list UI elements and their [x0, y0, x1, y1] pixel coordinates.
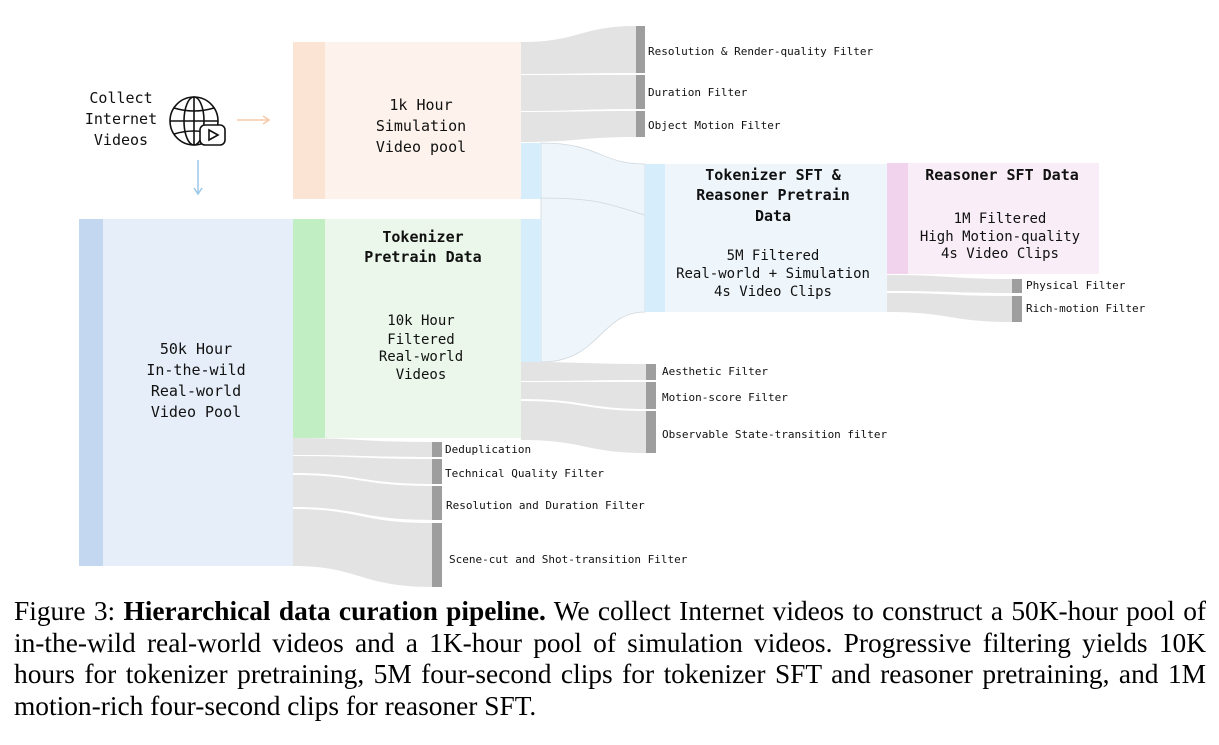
tokenizer-pretrain-title-1: Tokenizer	[382, 228, 463, 246]
reasoner-sft-line-3: 4s Video Clips	[941, 246, 1059, 262]
simulation-pool-node: 1k Hour Simulation Video pool	[293, 42, 541, 199]
caption-text: We collect Internet videos to construct …	[14, 596, 1207, 721]
wild-filter-bands	[293, 438, 432, 587]
wild-pool-line-4: Video Pool	[151, 403, 241, 421]
tokenizer-pretrain-title-2: Pretrain Data	[364, 248, 481, 266]
filter-label-physical: Physical Filter	[1026, 279, 1126, 292]
source-line-3: Videos	[94, 131, 148, 149]
simulation-pool-line-2: Simulation	[376, 117, 466, 135]
filter-label-motion-score: Motion-score Filter	[662, 391, 788, 404]
tokenizer-sft-line-2: Real-world + Simulation	[676, 266, 870, 282]
filter-label-deduplication: Deduplication	[445, 443, 531, 456]
filter-label-object-motion: Object Motion Filter	[648, 119, 781, 132]
flow-to-tokenizer-sft	[540, 142, 646, 363]
tokenizer-sft-title-1: Tokenizer SFT &	[705, 166, 841, 184]
filter-label-rich-motion: Rich-motion Filter	[1026, 302, 1146, 315]
tokenizer-sft-node: Tokenizer SFT & Reasoner Pretrain Data 5…	[645, 164, 887, 312]
source-label: Collect Internet Videos	[85, 89, 157, 149]
reasoner-sft-title: Reasoner SFT Data	[925, 166, 1079, 184]
tokenizer-sft-title-2: Reasoner Pretrain	[696, 186, 850, 204]
filter-label-state-transition: Observable State-transition filter	[662, 428, 888, 441]
tokenizer-sft-line-1: 5M Filtered	[727, 248, 820, 264]
tokenizer-sft-title-3: Data	[755, 207, 791, 225]
tokenizer-pretrain-line-4: Videos	[396, 367, 447, 383]
curation-pipeline-diagram: Collect Internet Videos	[79, 26, 1146, 587]
simulation-filter-bands	[521, 26, 636, 142]
caption-label: Figure 3:	[14, 596, 116, 626]
simulation-pool-line-3: Video pool	[376, 138, 466, 156]
caption-title: Hierarchical data curation pipeline.	[123, 596, 546, 626]
tokenizer-sft-filter-bands	[887, 275, 1012, 322]
tokenizer-pretrain-node: Tokenizer Pretrain Data 10k Hour Filtere…	[293, 219, 541, 438]
arrow-to-wild	[193, 160, 203, 196]
simulation-pool-line-1: 1k Hour	[389, 96, 452, 114]
filter-labels: Resolution & Render-quality Filter Durat…	[445, 45, 1146, 566]
wild-pool-line-1: 50k Hour	[160, 340, 232, 358]
filter-label-technical-quality: Technical Quality Filter	[445, 467, 604, 480]
figure-caption: Figure 3: Hierarchical data curation pip…	[14, 596, 1206, 722]
reasoner-sft-line-2: High Motion-quality	[920, 229, 1080, 245]
tokenizer-pretrain-filter-bands	[521, 362, 646, 453]
reasoner-sft-node: Reasoner SFT Data 1M Filtered High Motio…	[887, 163, 1099, 274]
tokenizer-sft-line-3: 4s Video Clips	[714, 284, 832, 300]
filter-label-resolution-render: Resolution & Render-quality Filter	[648, 45, 874, 58]
tokenizer-pretrain-line-3: Real-world	[379, 349, 463, 365]
filter-label-aesthetic: Aesthetic Filter	[662, 365, 768, 378]
filter-label-duration: Duration Filter	[648, 86, 748, 99]
filter-markers	[432, 26, 1022, 587]
globe-video-icon	[169, 96, 226, 146]
reasoner-sft-line-1: 1M Filtered	[954, 211, 1047, 227]
wild-pool-line-2: In-the-wild	[146, 361, 245, 379]
source-line-1: Collect	[89, 89, 152, 107]
wild-pool-line-3: Real-world	[151, 382, 241, 400]
filter-label-scene-cut: Scene-cut and Shot-transition Filter	[449, 553, 688, 566]
filter-label-resolution-duration: Resolution and Duration Filter	[446, 499, 645, 512]
wild-pool-node: 50k Hour In-the-wild Real-world Video Po…	[79, 219, 293, 566]
tokenizer-pretrain-line-2: Filtered	[387, 332, 454, 348]
tokenizer-pretrain-line-1: 10k Hour	[387, 313, 454, 329]
arrow-to-simulation	[237, 115, 271, 125]
source-line-2: Internet	[85, 110, 157, 128]
